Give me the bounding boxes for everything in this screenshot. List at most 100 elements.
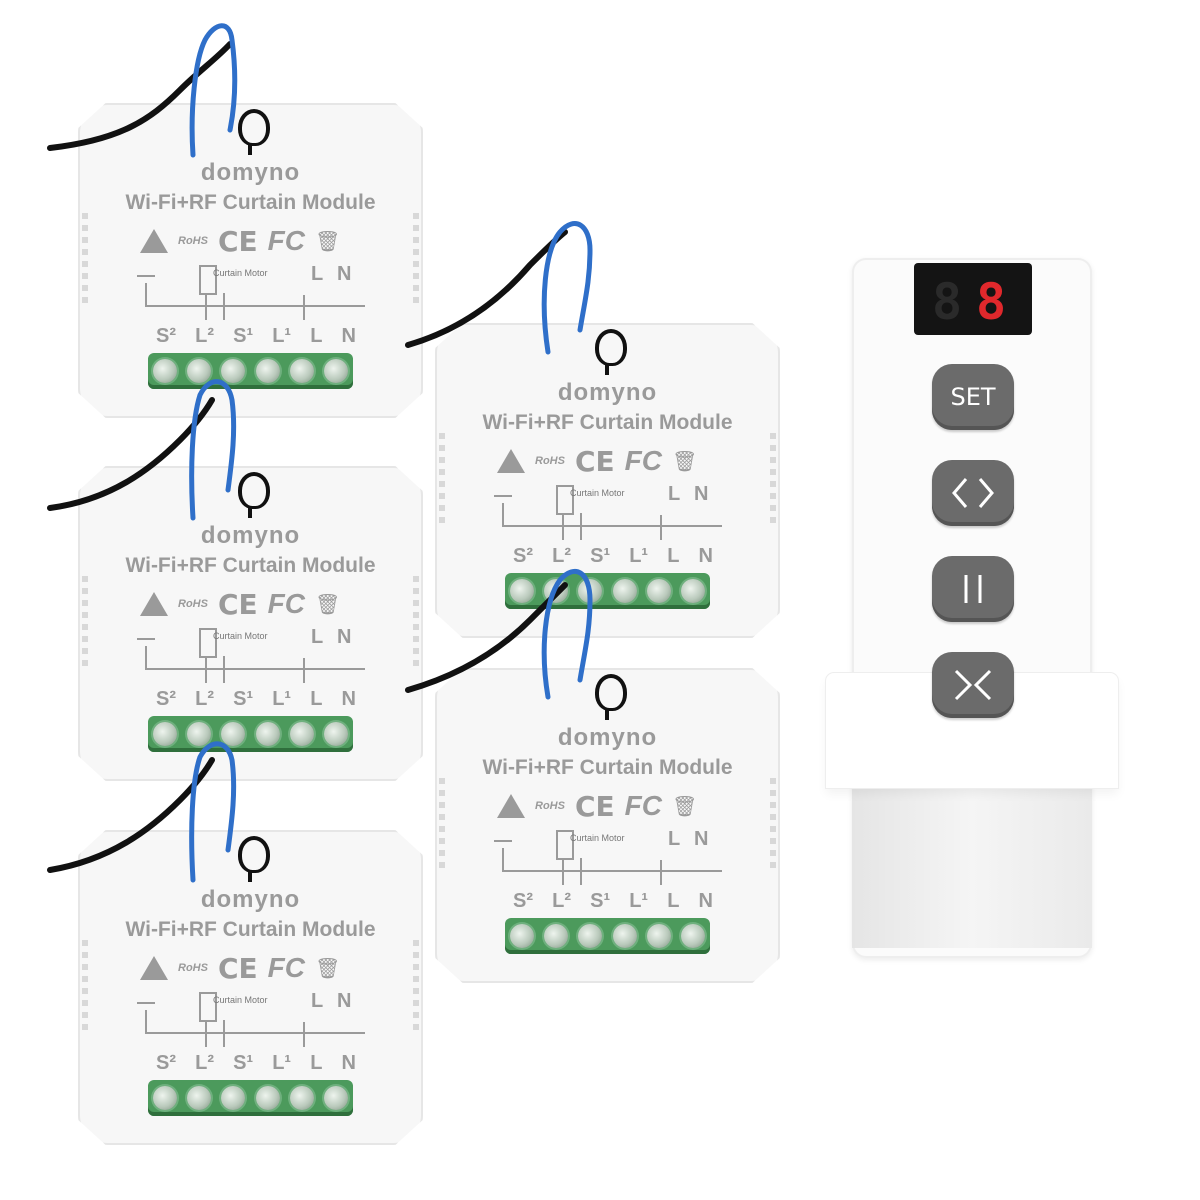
module-title: Wi-Fi+RF Curtain Module — [482, 411, 733, 434]
brand-logo: domyno — [557, 724, 658, 751]
terminal-screw — [612, 579, 637, 603]
line-label: L — [311, 990, 324, 1012]
fcc-mark: FC — [267, 588, 305, 619]
terminal-label: N — [341, 688, 356, 710]
fcc-mark: FC — [624, 445, 662, 476]
terminal-screw — [578, 924, 603, 948]
certification-marks: RoHS CE FC 🗑︎ — [497, 788, 697, 824]
set-button[interactable]: SET — [932, 364, 1014, 430]
terminal-label: L — [667, 545, 680, 567]
curtain-module-3: domyno Wi-Fi+RF Curtain Module RoHS CE F… — [78, 466, 423, 781]
terminal-label: N — [341, 325, 356, 347]
certification-marks: RoHS CE FC 🗑︎ — [140, 223, 340, 259]
terminal-screw — [680, 579, 705, 603]
terminal-screw — [187, 722, 212, 746]
weee-bin-icon: 🗑︎ — [671, 795, 698, 818]
terminal-screw — [323, 359, 348, 383]
terminal-label: L² — [195, 325, 214, 347]
side-vents — [439, 778, 445, 868]
brand-logo: domyno — [200, 886, 301, 913]
terminal-label: S¹ — [233, 325, 254, 347]
curtain-motor-label: Curtain Motor — [213, 631, 268, 641]
terminal-screw — [323, 722, 348, 746]
terminal-screw — [289, 359, 314, 383]
terminal-screw — [612, 924, 637, 948]
terminal-screw — [187, 1086, 212, 1110]
terminal-screw — [221, 359, 246, 383]
rohs-mark: RoHS — [178, 598, 208, 610]
remote-bottom — [852, 788, 1092, 948]
weee-bin-icon: 🗑︎ — [314, 593, 341, 616]
rohs-mark: RoHS — [178, 962, 208, 974]
terminal-screw — [289, 722, 314, 746]
curtain-motor-label: Curtain Motor — [570, 488, 625, 498]
terminal-screw — [646, 924, 671, 948]
terminal-label: S¹ — [233, 688, 254, 710]
terminal-screw — [221, 722, 246, 746]
terminal-label: L¹ — [272, 688, 292, 710]
curtain-module-4: domyno Wi-Fi+RF Curtain Module RoHS CE F… — [435, 668, 780, 983]
rf-remote-control: 8 8 SET — [826, 258, 1118, 958]
set-button-label: SET — [950, 383, 996, 411]
terminal-label: L — [667, 890, 680, 912]
ce-mark: CE — [217, 951, 258, 985]
line-label: L — [668, 828, 681, 850]
ce-mark: CE — [217, 224, 258, 258]
side-vents — [770, 778, 776, 868]
neutral-label: N — [337, 990, 352, 1012]
wiring-diagram: Curtain Motor L N — [133, 990, 365, 1047]
side-vents — [82, 940, 88, 1030]
rohs-mark: RoHS — [535, 800, 565, 812]
hanger-loop-icon — [238, 836, 270, 873]
terminal-screw — [646, 579, 671, 603]
terminal-label: L — [310, 1052, 323, 1074]
curtain-module-5: domyno Wi-Fi+RF Curtain Module RoHS CE F… — [78, 830, 423, 1145]
hanger-loop-icon — [595, 674, 627, 711]
hanger-loop-icon — [238, 472, 270, 509]
terminal-screw — [255, 359, 280, 383]
curtain-motor-label: Curtain Motor — [570, 833, 625, 843]
pause-icon — [964, 575, 982, 603]
module-title: Wi-Fi+RF Curtain Module — [125, 554, 376, 577]
weee-bin-icon: 🗑︎ — [314, 957, 341, 980]
terminal-screw — [153, 359, 178, 383]
close-button[interactable] — [932, 652, 1014, 718]
fcc-mark: FC — [267, 225, 305, 256]
hanger-loop-icon — [238, 109, 270, 146]
neutral-label: N — [337, 263, 352, 285]
side-vents — [439, 433, 445, 523]
terminal-screw — [510, 924, 535, 948]
open-button[interactable] — [932, 460, 1014, 526]
terminal-label: L — [310, 688, 323, 710]
terminal-label: N — [341, 1052, 356, 1074]
terminal-screw — [289, 1086, 314, 1110]
certification-marks: RoHS CE FC 🗑︎ — [140, 950, 340, 986]
open-arrows-icon — [952, 478, 994, 508]
line-label: L — [311, 263, 324, 285]
terminal-label: S¹ — [233, 1052, 254, 1074]
terminal-label: S¹ — [590, 545, 611, 567]
remote-display: 8 8 — [914, 263, 1032, 335]
certification-marks: RoHS CE FC 🗑︎ — [497, 443, 697, 479]
wiring-diagram: Curtain Motor L N — [133, 626, 365, 683]
ce-mark: CE — [574, 789, 615, 823]
terminal-label: L¹ — [629, 545, 649, 567]
ce-mark: CE — [217, 587, 258, 621]
line-label: L — [311, 626, 324, 648]
terminal-label: S² — [513, 890, 533, 912]
terminal-label: L² — [552, 545, 571, 567]
terminal-screw — [153, 1086, 178, 1110]
terminal-label: N — [698, 545, 713, 567]
pause-button[interactable] — [932, 556, 1014, 622]
terminal-label: L — [310, 325, 323, 347]
terminal-block — [148, 716, 353, 752]
side-vents — [82, 213, 88, 303]
side-vents — [770, 433, 776, 523]
terminal-block — [148, 1080, 353, 1116]
